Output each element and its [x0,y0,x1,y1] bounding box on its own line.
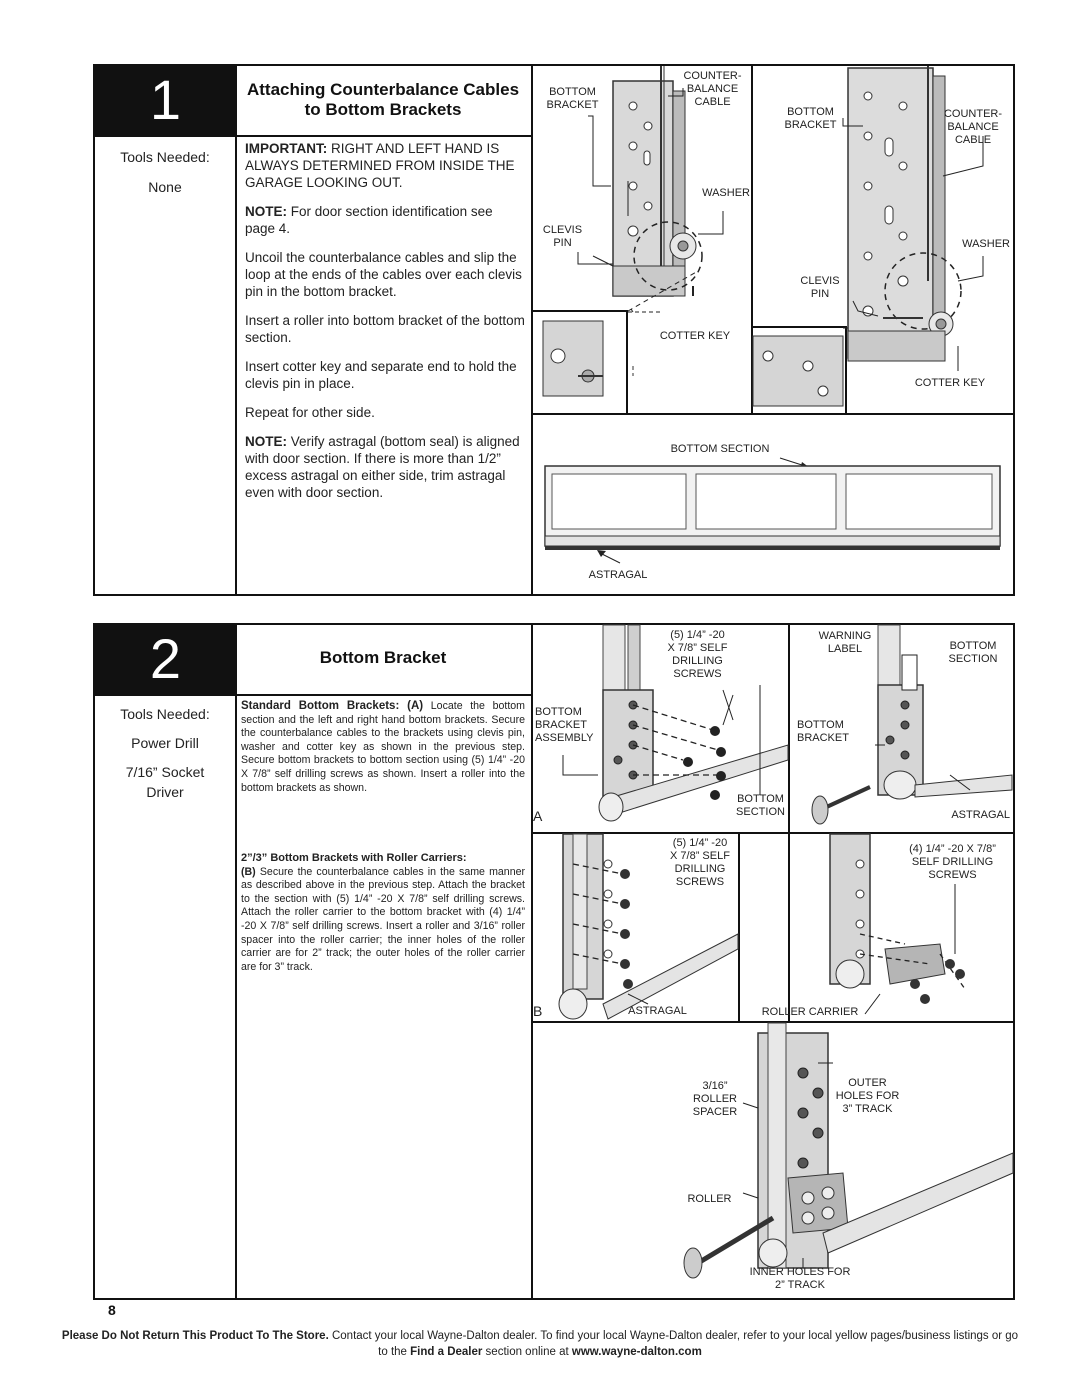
step1-title: Attaching Counterbalance Cables to Botto… [238,80,528,120]
tool-socket: 7/16” Socket [125,764,205,780]
standard-text: Locate the bottom section and the left a… [241,700,525,794]
label-bottom-section-a: BOTTOM SECTION [736,793,785,818]
important-text: RIGHT AND LEFT HAND IS ALWAYS DETERMINED… [245,141,515,190]
label-fig-b: B [533,1003,543,1019]
footer-text1: Contact your local Wayne-Dalton dealer. … [328,1330,1019,1358]
tool-power-drill: Power Drill [131,735,199,751]
note2-text: Verify astragal (bottom seal) is aligned… [245,434,520,500]
para2: Insert a roller into bottom bracket of t… [245,313,525,345]
label-washer-left: WASHER [702,187,750,199]
label-spacer: 3/16” ROLLER SPACER [692,1080,738,1118]
footer-text2: section online at [482,1346,572,1358]
divider [738,832,740,1023]
divider [93,135,533,137]
tools-value: None [148,179,182,195]
step1-title-line1: Attaching Counterbalance Cables [246,80,520,99]
divider [531,1021,1015,1023]
label-screws-b4: (4) 1/4” -20 X 7/8” SELF DRILLING SCREWS [909,843,996,881]
footer-bold1: Please Do Not Return This Product To The… [61,1330,329,1342]
label-clevis-left: CLEVIS PIN [542,224,583,249]
bracket-illustration-right [752,66,984,407]
tools-label: Tools Needed: [120,149,210,165]
divider [235,623,237,1300]
note2-bold: NOTE: [245,434,287,449]
label-screws-a: (5) 1/4” -20 X 7/8” SELF DRILLING SCREWS [667,629,728,680]
important-bold: IMPORTANT: [245,141,328,156]
carrier-b: (B) [241,865,256,878]
divider [93,694,533,696]
label-cotter-right: COTTER KEY [914,377,986,389]
label-screws-b: (5) 1/4” -20 X 7/8” SELF DRILLING SCREWS [670,837,730,888]
divider [751,64,753,414]
label-cotter-left: COTTER KEY [659,330,731,342]
divider [531,413,1015,415]
label-astragal: ASTRAGAL [588,569,648,581]
note1: NOTE: For door section identification se… [245,203,525,237]
tool-driver: Driver [146,784,184,800]
para3: Insert cotter key and separate end to ho… [245,359,517,391]
para4: Repeat for other side. [245,405,375,420]
carrier-text: Secure the counterbalance cables in the … [241,865,525,973]
step2-carrier-text: 2”/3” Bottom Brackets with Roller Carrie… [241,852,525,974]
label-fig-a: A [533,808,543,824]
inset-left [533,310,628,414]
step2-number: 2 [95,625,236,695]
label-astragal-b: ASTRAGAL [628,1005,687,1017]
divider [531,623,533,1300]
footer-url[interactable]: www.wayne-dalton.com [571,1346,702,1358]
fig-a-illustration [562,624,789,822]
label-counterbalance-right: COUNTER- BALANCE CABLE [943,108,1003,146]
para1: Uncoil the counterbalance cables and sli… [245,250,522,299]
label-bottom-bracket-right: BOTTOM BRACKET [784,106,837,131]
divider [531,832,1015,834]
step1-number: 1 [95,66,236,136]
label-clevis-right: CLEVIS PIN [800,275,840,300]
step1-title-line2: to Bottom Brackets [304,100,462,119]
note1-text: For door section identification see page… [245,204,493,236]
label-bottom-section: BOTTOM SECTION [670,443,770,455]
carrier-bold: 2”/3” Bottom Brackets with Roller Carrie… [241,852,467,864]
fig-b-illustration [558,833,739,1020]
note2: NOTE: Verify astragal (bottom seal) is a… [245,433,525,501]
tools-label: Tools Needed: [120,706,210,722]
step1-instructions: IMPORTANT: RIGHT AND LEFT HAND IS ALWAYS… [245,140,525,513]
bottom-section-drawing [544,457,1001,564]
label-bottom-bracket-left: BOTTOM BRACKET [546,86,599,111]
label-warning: WARNING LABEL [818,630,872,655]
fig-a-right-illustration [811,624,1013,825]
divider [235,64,237,596]
step1-tools: Tools Needed: None [95,142,235,202]
step2-standard-text: Standard Bottom Brackets: (A) Locate the… [241,700,525,795]
label-roller: ROLLER [687,1193,732,1205]
note1-bold: NOTE: [245,204,287,219]
step2-tools: Tools Needed: Power Drill 7/16” Socket D… [95,700,235,802]
label-counterbalance-left: COUNTER- BALANCE CABLE [683,70,742,108]
label-washer-right: WASHER [962,238,1010,250]
fig-b-lower-illustration [683,1022,1014,1279]
standard-bold: Standard Bottom Brackets: (A) [241,700,424,712]
footer-bold2: Find a Dealer [410,1346,483,1358]
label-bracket-assembly: BOTTOM BRACKET ASSEMBLY [535,706,594,744]
step2-box [93,623,1015,1300]
footer: Please Do Not Return This Product To The… [60,1328,1020,1360]
divider [788,623,790,1023]
label-bottom-bracket-r: BOTTOM BRACKET [797,719,849,744]
important-note: IMPORTANT: RIGHT AND LEFT HAND IS ALWAYS… [245,140,525,191]
label-bottom-section-r: BOTTOM SECTION [948,640,998,665]
inset-right [751,326,847,414]
label-inner-holes: INNER HOLES FOR 2” TRACK [749,1266,851,1291]
page-number: 8 [108,1302,116,1318]
step1-box [93,64,1015,596]
step2-title: Bottom Bracket [319,648,447,667]
bracket-illustration-left [542,66,724,397]
label-astragal-r: ASTRAGAL [951,809,1010,821]
label-outer-holes: OUTER HOLES FOR 3” TRACK [835,1077,900,1115]
fig-b-right-illustration [829,833,966,1015]
label-roller-carrier: ROLLER CARRIER [761,1006,859,1018]
divider [531,64,533,596]
